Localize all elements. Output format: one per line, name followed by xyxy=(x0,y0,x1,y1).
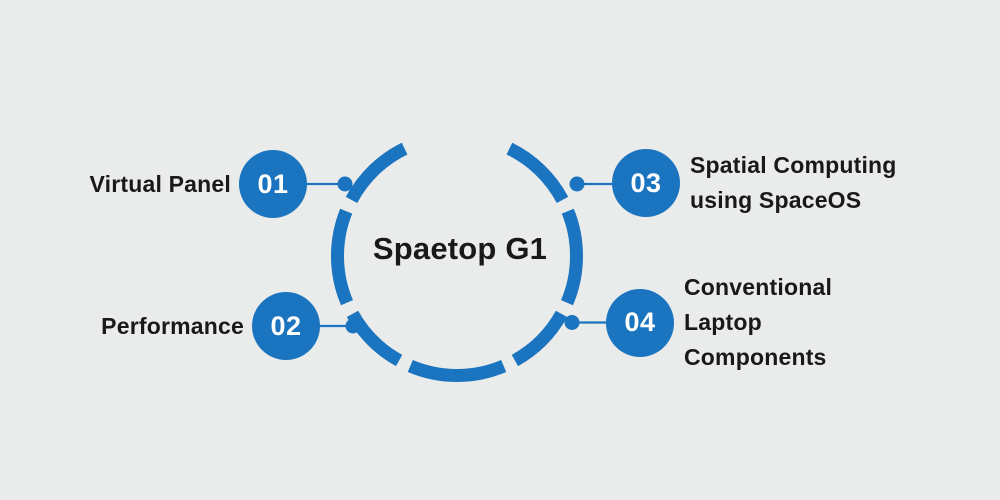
item-label: Conventional Laptop Components xyxy=(684,274,833,370)
step-circle-01: 01 xyxy=(239,150,307,218)
feature-item-spatial-computing: 03 Spatial Computing using SpaceOS xyxy=(612,148,936,218)
step-circle-03: 03 xyxy=(612,149,680,217)
feature-item-laptop-components: 04 Conventional Laptop Components xyxy=(606,270,904,375)
step-number: 02 xyxy=(270,310,302,341)
ring-segment xyxy=(506,142,569,204)
ring-segment xyxy=(511,310,568,367)
step-number: 01 xyxy=(257,168,289,199)
ring-segment xyxy=(345,142,408,204)
ring-segment xyxy=(346,310,403,367)
item-label: Spatial Computing using SpaceOS xyxy=(690,152,897,213)
center-title: Spaetop G1 xyxy=(372,231,548,266)
step-circle-02: 02 xyxy=(252,292,320,360)
feature-item-virtual-panel: Virtual Panel 01 xyxy=(40,150,307,218)
ring-segment xyxy=(331,208,354,306)
item-label: Virtual Panel xyxy=(89,170,231,197)
step-number: 03 xyxy=(630,167,662,198)
item-label: Performance xyxy=(101,312,244,339)
connector-dot-4 xyxy=(564,315,580,330)
ring-segment xyxy=(407,359,507,382)
feature-item-performance: Performance 02 xyxy=(40,292,320,360)
connector-dot-1 xyxy=(337,176,353,192)
step-circle-04: 04 xyxy=(606,288,674,357)
connector-dot-3 xyxy=(569,176,585,192)
ring-segment xyxy=(560,208,583,306)
step-number: 04 xyxy=(624,307,656,337)
